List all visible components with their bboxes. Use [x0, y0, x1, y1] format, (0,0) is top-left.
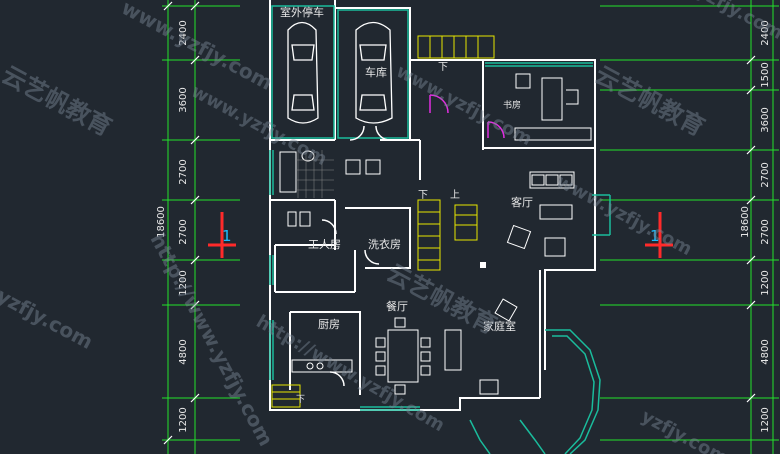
- stair-label-up: 上: [450, 189, 460, 201]
- room-label-garage: 车库: [365, 65, 387, 79]
- bath-tiles: [296, 150, 334, 198]
- stair-label-down-top: 下: [438, 62, 448, 73]
- watermark-url-bottomright: yzfjy.com: [638, 406, 732, 454]
- dim-left-5: 1200: [178, 270, 189, 295]
- watermark-brand-top-right: 云艺帆教育: [590, 61, 709, 142]
- section-label-right: 1: [650, 227, 660, 245]
- left-dimension-chain: [162, 0, 240, 454]
- stair-labels: 下 下 上 下: [296, 62, 460, 405]
- room-label-study: 书房: [503, 99, 521, 111]
- watermark-url-left-bottom: yzfjy.com: [0, 283, 97, 354]
- car-garage: [355, 21, 393, 124]
- dim-left-4: 2700: [178, 219, 189, 244]
- room-label-dining: 餐厅: [386, 299, 408, 313]
- dim-left-total: 18600: [156, 206, 167, 238]
- dim-right-3: 3600: [760, 107, 771, 132]
- watermark-brand-left: 云艺帆教育: [0, 61, 116, 142]
- left-dimension-labels: 2400 3600 2700 2700 1200 4800 1200 18600: [156, 20, 189, 432]
- dim-right-5: 2700: [760, 219, 771, 244]
- dim-left-6: 4800: [178, 339, 189, 364]
- watermark-url-http: http://www.yzfjy.com: [146, 229, 279, 450]
- room-label-family: 家庭室: [483, 319, 516, 333]
- right-dimension-ticks: [746, 55, 756, 403]
- stair-label-down-bottom: 下: [296, 395, 305, 405]
- stair-label-down-left: 下: [418, 190, 428, 201]
- watermark-url-topright: yzfjy.com: [693, 0, 780, 44]
- section-label-left: 1: [222, 227, 232, 245]
- room-label-laundry: 洗衣房: [368, 237, 401, 251]
- dim-left-1: 2400: [178, 20, 189, 45]
- stairs: [271, 35, 495, 408]
- room-labels: 室外停车 车库 书房 客厅 洗衣房 工人房 餐厅 厨房 家庭室: [280, 5, 533, 333]
- dim-right-8: 1200: [760, 407, 771, 432]
- watermark-url-upper: www.yzfjy.com: [188, 81, 331, 170]
- dim-left-3: 2700: [178, 159, 189, 184]
- windows: [269, 5, 611, 454]
- dim-left-7: 1200: [178, 407, 189, 432]
- dim-right-6: 1200: [760, 270, 771, 295]
- stair-landing-marker: [480, 262, 486, 268]
- dim-right-2: 1500: [760, 62, 771, 87]
- watermark-url-right: www.yzfjy.com: [553, 171, 696, 260]
- room-label-kitchen: 厨房: [318, 318, 340, 331]
- dim-left-2: 3600: [178, 87, 189, 112]
- section-marker-right: 1: [645, 212, 673, 258]
- room-label-outdoor-parking: 室外停车: [280, 5, 324, 19]
- dim-right-1: 2400: [760, 20, 771, 45]
- car-outdoor: [287, 21, 319, 124]
- right-dimension-labels: 2400 1500 3600 2700 2700 1200 4800 1200 …: [740, 20, 771, 432]
- dim-right-total: 18600: [740, 206, 751, 238]
- watermark-url-http-low: http://www.yzfjy.com: [253, 311, 449, 436]
- dim-right-4: 2700: [760, 162, 771, 187]
- dim-right-7: 4800: [760, 339, 771, 364]
- right-dimension-chain: [600, 0, 779, 454]
- left-dimension-ticks: [163, 1, 200, 445]
- section-marker-left: 1: [208, 212, 236, 258]
- furniture: [279, 73, 592, 395]
- walls: [269, 0, 596, 411]
- room-label-servant: 工人房: [308, 238, 341, 251]
- room-label-living: 客厅: [511, 195, 533, 209]
